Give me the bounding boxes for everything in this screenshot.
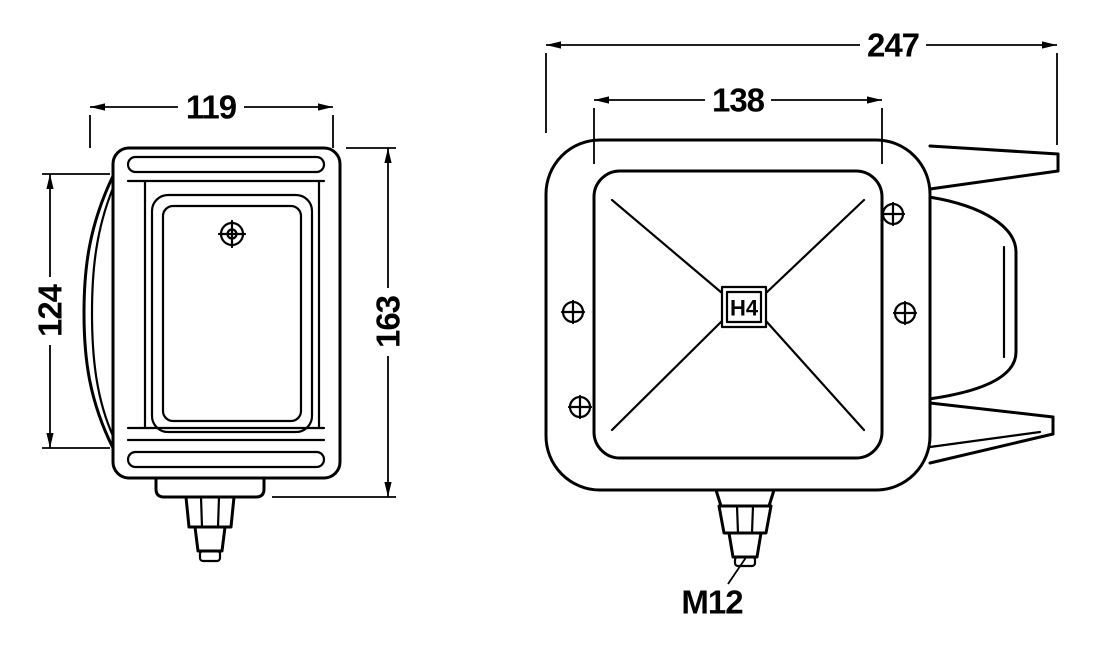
thread-leader-line xyxy=(727,555,748,585)
front-screw-icon-right-top xyxy=(880,201,906,227)
bulb-type-box: H4 xyxy=(720,285,768,329)
front-screw-icon-left-middle xyxy=(560,299,586,325)
bracket-bottom-arm-upper xyxy=(928,401,1055,419)
side-housing-outline xyxy=(111,146,342,480)
side-bolt-tip xyxy=(198,549,222,563)
bracket-bottom-arm-lower xyxy=(928,432,1055,465)
side-bolt-hex-facet-2 xyxy=(216,495,221,529)
front-bolt-stud xyxy=(727,531,763,559)
bulb-type-label: H4 xyxy=(730,296,759,321)
side-lens-bulge-inner xyxy=(90,186,115,438)
lens-x-line-tl xyxy=(610,198,724,295)
dim-label-total-width: 247 xyxy=(867,27,919,64)
front-lens-outline xyxy=(592,169,884,460)
lens-x-line-bl xyxy=(610,319,724,432)
front-view-dimensions: 247 138 xyxy=(545,27,1058,164)
bulb-box-inner xyxy=(725,290,763,324)
front-bolt-hex xyxy=(717,504,773,535)
dim-124-mask xyxy=(34,277,66,345)
side-base-plate xyxy=(154,476,266,499)
bracket-bottom-arm-inner-line xyxy=(928,430,1042,449)
front-mounting-bolt xyxy=(714,488,776,568)
side-view xyxy=(82,146,342,563)
side-bottom-vent-slot xyxy=(126,450,326,469)
bulb-box-outer xyxy=(720,285,768,329)
side-view-dimensions: 119 124 163 xyxy=(32,89,407,498)
side-lens-bulge-outer xyxy=(82,174,115,450)
front-bolt-hex-facet-2 xyxy=(750,504,755,535)
side-bolt-hex-facet-1 xyxy=(199,495,204,529)
dim-label-lens-width: 138 xyxy=(712,82,765,119)
lens-x-line-br xyxy=(764,319,866,432)
front-view: H4 xyxy=(544,138,1060,621)
side-screw-icon xyxy=(217,219,247,249)
front-screw-icon-left-bottom xyxy=(567,394,593,420)
dim-247-mask xyxy=(860,28,926,62)
thread-size-label: M12 xyxy=(681,584,743,621)
bracket-top-arm-upper xyxy=(928,144,1060,156)
front-bolt-hex-facet-1 xyxy=(735,504,740,535)
dim-label-lens-height: 124 xyxy=(32,283,69,337)
side-mounting-bolt xyxy=(154,476,266,563)
lens-x-line-tr xyxy=(764,198,866,295)
side-mount-bracket xyxy=(927,144,1060,465)
dim-138-mask xyxy=(705,83,771,117)
side-top-vent-slot xyxy=(126,155,326,174)
side-lens-frame-inner xyxy=(161,204,303,423)
bracket-top-arm-lower xyxy=(928,169,1060,191)
thread-callout: M12 xyxy=(681,555,748,621)
front-screw-icon-right-middle xyxy=(892,300,918,326)
side-bolt-stud xyxy=(193,525,227,553)
bracket-panel xyxy=(927,195,1018,401)
dim-163-mask xyxy=(372,288,404,356)
dim-label-depth: 119 xyxy=(186,89,237,126)
dim-119-mask xyxy=(178,90,244,124)
side-lens-frame-outer xyxy=(150,193,314,434)
front-bolt-tip xyxy=(733,555,757,568)
front-bolt-collar xyxy=(714,488,776,508)
side-bolt-hex xyxy=(184,495,236,529)
dim-label-total-height: 163 xyxy=(370,295,407,348)
